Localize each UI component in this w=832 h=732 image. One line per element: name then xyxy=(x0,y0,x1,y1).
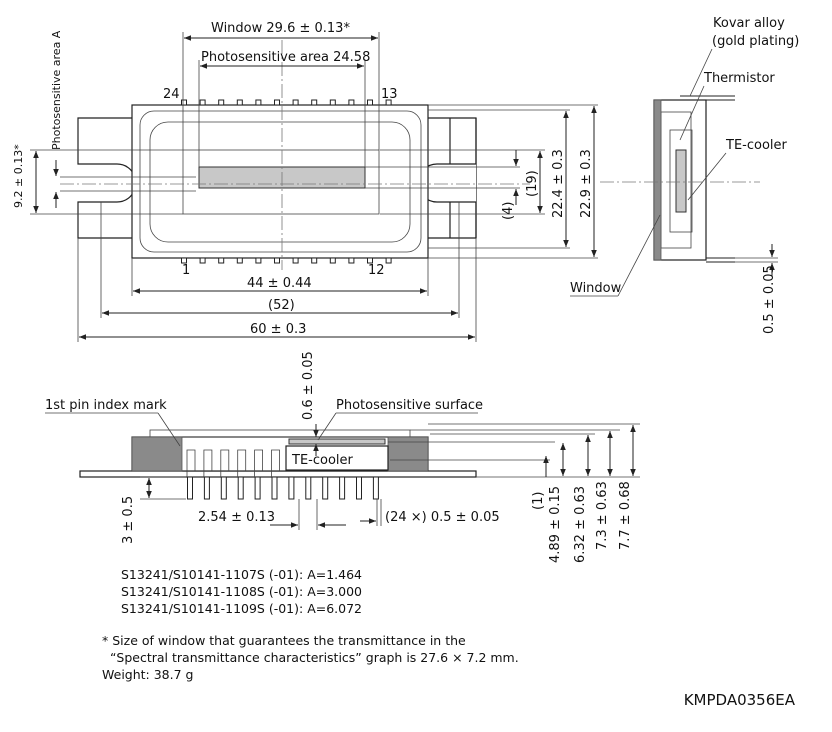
model-line-2: S13241/S10141-1108S (-01): A=3.000 xyxy=(121,584,363,599)
front-pin xyxy=(187,476,193,500)
dimension-6-32: 6.32 ± 0.63 xyxy=(573,486,588,563)
dimension-4-89: 4.89 ± 0.15 xyxy=(548,486,563,563)
top-pin-row xyxy=(181,99,392,106)
top-pin xyxy=(218,99,225,106)
bottom-pin xyxy=(218,257,225,264)
top-pin xyxy=(367,99,373,106)
kovar-alloy-label: Kovar alloy xyxy=(713,16,785,31)
front-pin xyxy=(372,476,379,500)
bottom-pin xyxy=(274,257,280,264)
pin-width-dimension: (24 ×) 0.5 ± 0.05 xyxy=(385,510,500,525)
front-pin xyxy=(237,476,244,500)
bottom-pin xyxy=(292,257,299,264)
dimension-44: 44 ± 0.44 xyxy=(247,276,312,291)
drawing-code: KMPDA0356EA xyxy=(683,691,795,709)
top-pin xyxy=(329,99,336,106)
gold-plating-label: (gold plating) xyxy=(712,34,799,49)
dimension-7-3: 7.3 ± 0.63 xyxy=(595,481,610,550)
front-view: TE-cooler 1st pin index mark Photosensit… xyxy=(45,351,640,563)
pin-24-label: 24 xyxy=(163,87,180,102)
bottom-pin xyxy=(385,257,392,264)
photosensitive-surface-label: Photosensitive surface xyxy=(336,398,483,413)
weight: Weight: 38.7 g xyxy=(102,667,194,682)
front-pin xyxy=(203,476,210,500)
top-pin xyxy=(292,99,299,106)
side-window-label: Window xyxy=(570,281,622,296)
dimension-22-4: 22.4 ± 0.3 xyxy=(551,149,566,218)
pin-13-label: 13 xyxy=(381,87,398,102)
bottom-pin xyxy=(181,257,187,264)
bottom-pin xyxy=(236,257,243,264)
dimension-7-7: 7.7 ± 0.68 xyxy=(618,481,633,550)
internal-wire xyxy=(237,449,247,477)
first-pin-index-label: 1st pin index mark xyxy=(45,398,167,413)
footnote-line-2: “Spectral transmittance characteristics”… xyxy=(102,650,519,665)
bottom-pin-row xyxy=(181,257,392,264)
top-pin xyxy=(348,99,355,106)
bottom-pin xyxy=(329,257,336,264)
side-te-cooler-label: TE-cooler xyxy=(725,138,788,153)
dimension-60: 60 ± 0.3 xyxy=(250,322,306,337)
bottom-pin xyxy=(199,257,206,264)
front-pin xyxy=(339,476,346,500)
footnote-block: * Size of window that guarantees the tra… xyxy=(102,632,519,683)
top-pin xyxy=(255,99,262,106)
internal-wire xyxy=(220,449,230,477)
model-line-1: S13241/S10141-1107S (-01): A=1.464 xyxy=(121,567,363,582)
dimension-1: (1) xyxy=(531,492,546,510)
bottom-pin xyxy=(348,257,355,264)
window-outline xyxy=(149,121,411,243)
lead-length-dimension: 3 ± 0.5 xyxy=(121,496,136,544)
window-thickness-dimension: 0.6 ± 0.05 xyxy=(301,351,316,420)
front-pin xyxy=(220,476,227,500)
thermistor-label: Thermistor xyxy=(703,71,775,86)
front-pin xyxy=(288,476,295,500)
internal-wire xyxy=(254,449,263,477)
photosensitive-area-a-label: Photosensitive area A xyxy=(50,30,63,150)
top-view: Window 29.6 ± 0.13* Photosensitive area … xyxy=(12,21,598,342)
top-pin xyxy=(181,99,187,106)
front-pin xyxy=(254,476,261,500)
dimension-22-9: 22.9 ± 0.3 xyxy=(579,149,594,218)
dimension-19: (19) xyxy=(525,170,540,197)
footnote-line-1: * Size of window that guarantees the tra… xyxy=(102,633,466,648)
pin-1-label: 1 xyxy=(182,263,190,278)
bottom-pin xyxy=(311,257,318,264)
front-pin xyxy=(305,476,312,500)
internal-wire xyxy=(271,449,280,477)
model-line-3: S13241/S10141-1109S (-01): A=6.072 xyxy=(121,601,363,616)
window-height-dimension: 9.2 ± 0.13* xyxy=(12,144,25,208)
photosensitive-dimension: Photosensitive area 24.58 xyxy=(201,50,370,65)
top-pin xyxy=(385,99,392,106)
front-te-cooler-label: TE-cooler xyxy=(291,453,354,468)
pin-12-label: 12 xyxy=(368,263,385,278)
front-pin xyxy=(356,476,362,500)
pin-pitch-dimension: 2.54 ± 0.13 xyxy=(198,510,275,525)
side-view: Kovar alloy (gold plating) Thermistor TE… xyxy=(570,16,799,334)
dimension-4: (4) xyxy=(501,202,516,220)
notes-block: S13241/S10141-1107S (-01): A=1.464 S1324… xyxy=(121,566,362,631)
internal-wire xyxy=(203,449,213,477)
window-dimension: Window 29.6 ± 0.13* xyxy=(211,21,350,36)
front-pin xyxy=(322,476,329,500)
top-pin xyxy=(311,99,318,106)
internal-wire xyxy=(186,449,196,477)
bottom-pin xyxy=(255,257,262,264)
top-pin xyxy=(274,99,280,106)
bottom-pin xyxy=(367,257,373,264)
top-pin xyxy=(199,99,206,106)
front-pin-row xyxy=(186,449,379,500)
lead-thickness-dimension: 0.5 ± 0.05 xyxy=(762,265,777,334)
top-pin xyxy=(236,99,243,106)
front-pin xyxy=(271,476,278,500)
dimension-52: (52) xyxy=(268,298,295,313)
